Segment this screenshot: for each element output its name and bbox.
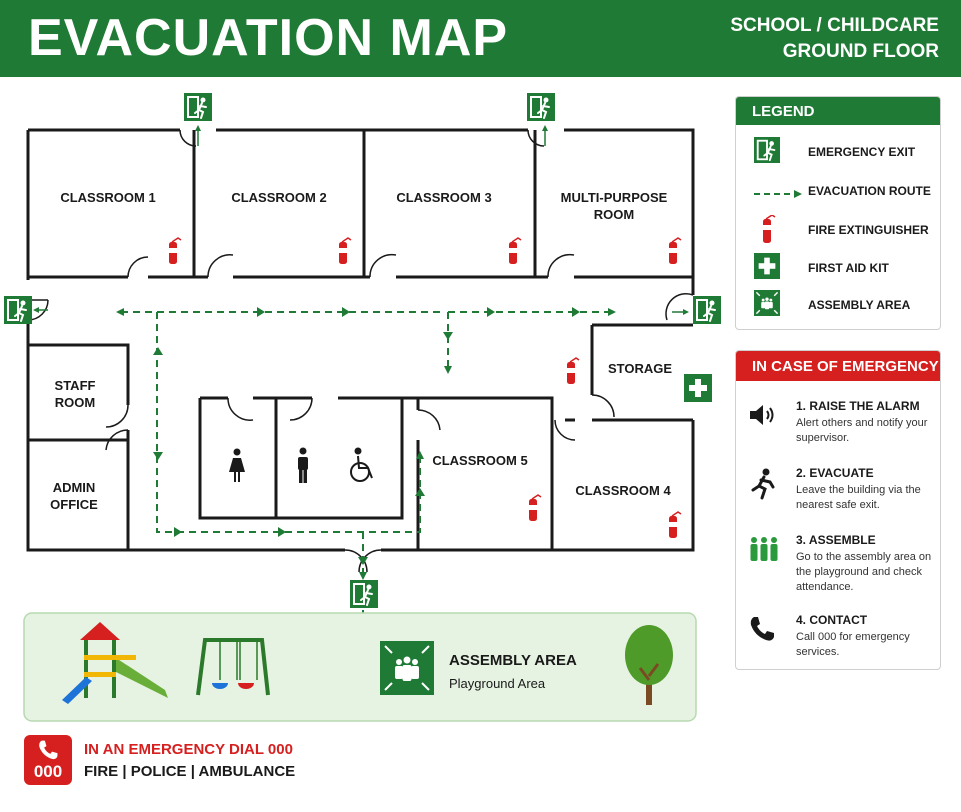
phone-icon (748, 615, 776, 648)
emergency-step-desc: Go to the assembly area on the playgroun… (796, 551, 932, 593)
fire-extinguisher-icon-corridor (566, 357, 580, 385)
door-arc-top-right (527, 129, 545, 147)
room-label-classroom-1: CLASSROOM 1 (60, 190, 155, 205)
emergency-title: IN CASE OF EMERGENCY (736, 351, 940, 381)
legend-label: FIRE EXTINGUISHER (808, 223, 929, 237)
room-label-staff-2: ROOM (55, 395, 95, 410)
emergency-services-text: FIRE | POLICE | AMBULANCE (84, 763, 296, 780)
fire-extinguisher-icon-classroom-3 (508, 237, 522, 265)
emergency-exit-icon (754, 137, 780, 168)
assembly-area-icon (754, 290, 780, 321)
emergency-step-title: 4. CONTACT (796, 613, 868, 627)
outer-wall-left (26, 130, 695, 552)
subtitle-line-1: SCHOOL / CHILDCARE (730, 15, 939, 36)
room-label-multipurpose-1: MULTI-PURPOSE (561, 190, 668, 205)
storage-walls (550, 323, 693, 425)
room-label-staff-1: STAFF (55, 378, 96, 393)
evacuation-route-icon (754, 186, 802, 204)
door-arc-top-left (179, 129, 197, 147)
fire-extinguisher-icon-classroom-4 (668, 511, 682, 539)
room-label-classroom-4: CLASSROOM 4 (575, 483, 671, 498)
room-label-classroom-2: CLASSROOM 2 (231, 190, 326, 205)
male-restroom-icon (298, 447, 308, 483)
fire-extinguisher-icon-classroom-5 (528, 494, 542, 522)
emergency-exit-icon-top-right (526, 92, 556, 122)
first-aid-kit-icon (754, 253, 780, 284)
legend-item: FIRE EXTINGUISHER (736, 214, 940, 243)
legend-title: LEGEND (736, 97, 940, 125)
fire-extinguisher-icon-classroom-2 (338, 237, 352, 265)
group-people-icon (748, 535, 780, 568)
emergency-exit-icon-bottom (349, 579, 379, 609)
emergency-step-title: 1. RAISE THE ALARM (796, 399, 920, 413)
legend-label: FIRST AID KIT (808, 261, 889, 275)
fire-extinguisher-icon-classroom-1 (168, 237, 182, 265)
assembly-area-subtitle: Playground Area (449, 676, 546, 691)
swing-set-icon (196, 638, 270, 696)
first-aid-kit-icon (684, 374, 712, 402)
assembly-area-icon (380, 641, 434, 695)
legend-panel: LEGEND EMERGENCY EXIT EVACUATION ROUTE F… (735, 96, 941, 330)
restroom-block (198, 396, 420, 520)
classroom5-walls (416, 396, 554, 550)
header-bar: EVACUATION MAP SCHOOL / CHILDCARE GROUND… (0, 0, 961, 77)
tree-icon (625, 625, 673, 705)
room-label-storage: STORAGE (608, 361, 672, 376)
legend-item: ASSEMBLY AREA (736, 290, 940, 318)
emergency-step-title: 3. ASSEMBLE (796, 533, 876, 547)
legend-label: EVACUATION ROUTE (808, 184, 931, 198)
emergency-exit-icon-left (3, 295, 33, 325)
subtitle-line-2: GROUND FLOOR (782, 41, 939, 62)
emergency-step-desc: Call 000 for emergency services. (796, 631, 910, 658)
female-restroom-icon (229, 448, 245, 482)
assembly-area-title: ASSEMBLY AREA (449, 652, 577, 669)
room-label-multipurpose-2: ROOM (594, 207, 634, 222)
legend-item: EMERGENCY EXIT (736, 137, 940, 165)
page-title: EVACUATION MAP (28, 9, 509, 67)
fire-extinguisher-icon (760, 214, 778, 250)
phone-icon (36, 739, 60, 766)
room-label-admin-2: OFFICE (50, 497, 98, 512)
emergency-panel: IN CASE OF EMERGENCY 1. RAISE THE ALARM … (735, 350, 941, 670)
emergency-exit-icon-top-left (183, 92, 213, 122)
floor-plan: CLASSROOM 1 CLASSROOM 2 CLASSROOM 3 MULT… (3, 92, 722, 722)
room-label-classroom-5: CLASSROOM 5 (432, 453, 527, 468)
room-label-classroom-3: CLASSROOM 3 (396, 190, 491, 205)
staff-admin-walls (28, 343, 130, 550)
emergency-number: 000 (33, 762, 63, 781)
emergency-dial-text: IN AN EMERGENCY DIAL 000 (84, 741, 293, 758)
emergency-step-desc: Leave the building via the nearest safe … (796, 484, 921, 511)
wheelchair-icon (350, 447, 373, 482)
outer-wall-top (28, 128, 695, 295)
legend-item: EVACUATION ROUTE (736, 176, 940, 204)
emergency-step-title: 2. EVACUATE (796, 466, 874, 480)
emergency-exit-icon-right (692, 295, 722, 325)
room-label-admin-1: ADMIN (53, 480, 96, 495)
fire-extinguisher-icon-multipurpose (668, 237, 682, 265)
emergency-phone-badge: 000 (24, 735, 72, 785)
legend-item: FIRST AID KIT (736, 253, 940, 281)
play-structure-icon (62, 622, 168, 704)
playground-area (23, 612, 697, 722)
rooms-top-dividers (192, 130, 537, 277)
emergency-step-desc: Alert others and notify your supervisor. (796, 417, 928, 444)
speaker-icon (748, 403, 778, 432)
legend-label: ASSEMBLY AREA (808, 298, 911, 312)
running-person-icon (748, 468, 778, 505)
legend-label: EMERGENCY EXIT (808, 145, 916, 159)
